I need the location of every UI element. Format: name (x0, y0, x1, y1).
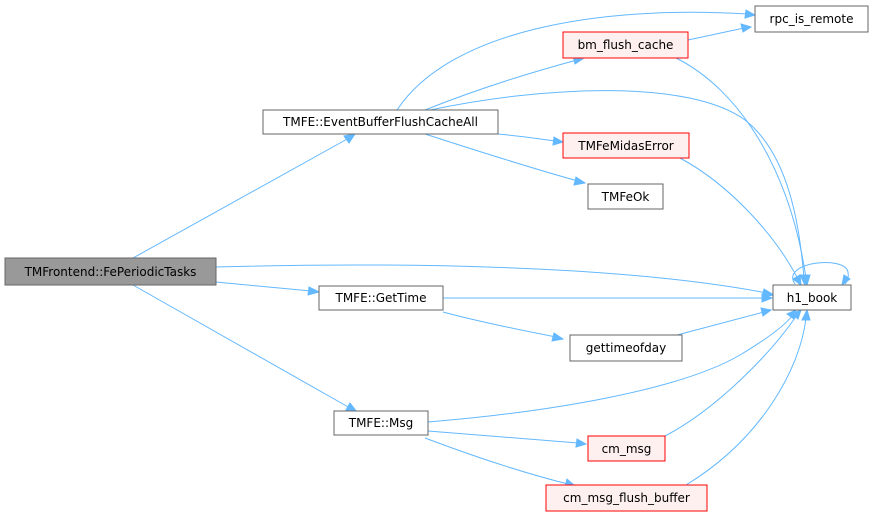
node-label: rpc_is_remote (770, 12, 854, 26)
edge-ebfca-to-h1 (429, 90, 805, 279)
node-label: TMFE::EventBufferFlushCacheAll (282, 115, 478, 129)
edge-msg-to-cmmsg-arrow (575, 438, 588, 448)
node-rpc-is-remote[interactable]: rpc_is_remote (754, 5, 869, 33)
edge-cmflush-to-h1 (685, 317, 807, 486)
node-cm-msg-flush-buffer[interactable]: cm_msg_flush_buffer (545, 484, 708, 512)
node-cm-msg[interactable]: cm_msg (587, 435, 666, 462)
node-box (772, 284, 852, 311)
edge-cmmsg-to-h1 (664, 314, 798, 437)
node-label: TMFE::GetTime (334, 291, 426, 305)
node-label: cm_msg_flush_buffer (563, 491, 690, 505)
node-label: cm_msg (602, 442, 652, 456)
node-bm-flush-cache[interactable]: bm_flush_cache (562, 31, 689, 59)
edge-root-to-gettime (215, 281, 312, 292)
edge-h1-self-arrow (841, 274, 851, 287)
edge-root-to-h1 (215, 264, 768, 294)
node-box (262, 109, 499, 135)
node-label: TMFeOk (601, 190, 650, 204)
node-get-time[interactable]: TMFE::GetTime (318, 285, 444, 311)
node-label: gettimeofday (586, 341, 666, 355)
edge-bmflush-to-rpc (687, 27, 745, 41)
node-box (569, 334, 683, 362)
node-box (562, 132, 690, 159)
edge-cmmsg-to-h1-arrow (791, 309, 802, 320)
node-tmfe-midas-error[interactable]: TMFeMidasError (562, 132, 690, 159)
edge-ebfca-to-rpc (396, 11, 749, 111)
edge-root-to-gettime-arrow (307, 286, 321, 296)
edge-root-to-ebfca (132, 137, 350, 259)
edge-gtod-to-h1-arrow (760, 307, 773, 317)
edge-gtod-to-h1 (676, 311, 765, 336)
edge-gettime-to-gtod (442, 311, 557, 338)
node-label: TMFeMidasError (577, 139, 674, 153)
node-label: h1_book (787, 291, 838, 305)
edge-bmflush-to-h1-arrow (801, 274, 811, 287)
node-box (333, 410, 429, 436)
node-msg[interactable]: TMFE::Msg (333, 410, 429, 436)
edge-bmflush-to-rpc-arrow (740, 23, 753, 33)
node-box (562, 31, 689, 59)
edge-gettime-to-h1-arrow (761, 293, 774, 303)
edge-tmfeerr-to-h1-arrow (792, 274, 802, 287)
edges (132, 9, 851, 488)
node-label: TMFrontend::FePeriodicTasks (24, 265, 197, 279)
node-h1-book[interactable]: h1_book (772, 284, 852, 311)
edge-msg-to-h1 (427, 315, 793, 423)
node-event-buffer-flush-cache-all[interactable]: TMFE::EventBufferFlushCacheAll (262, 109, 499, 135)
node-box (318, 285, 444, 311)
edge-msg-to-cmmsg (427, 430, 579, 444)
node-label: TMFE::Msg (348, 416, 413, 430)
edge-cmflush-to-h1-arrow (801, 308, 811, 321)
node-fe-periodic-tasks[interactable]: TMFrontend::FePeriodicTasks (4, 257, 217, 286)
edge-h1-self (792, 262, 849, 285)
node-box (587, 435, 666, 462)
nodes: TMFrontend::FePeriodicTasks TMFE::EventB… (4, 5, 869, 512)
edge-ebfca-to-tmfeok-arrow (573, 176, 587, 186)
edge-msg-to-cmflush (424, 437, 569, 485)
edge-root-to-ebfca-arrow (343, 133, 357, 144)
edge-ebfca-to-bmflush (424, 59, 578, 111)
node-box (4, 257, 217, 286)
edge-bmflush-to-h1 (675, 57, 807, 279)
edge-ebfca-to-tmfeok (424, 133, 579, 182)
edge-ebfca-to-tmfeerr-arrow (552, 136, 565, 146)
node-box (545, 484, 708, 512)
node-gettimeofday[interactable]: gettimeofday (569, 334, 683, 362)
edge-gettime-to-gtod-arrow (551, 332, 565, 342)
edge-root-to-msg (132, 284, 351, 409)
edge-tmfeerr-to-h1 (679, 157, 799, 280)
node-box (754, 5, 869, 33)
node-label: bm_flush_cache (578, 38, 674, 52)
edge-ebfca-to-tmfeerr (497, 133, 557, 142)
edge-ebfca-to-rpc-arrow (744, 9, 757, 19)
node-box (587, 183, 664, 210)
node-tmfe-ok[interactable]: TMFeOk (587, 183, 664, 210)
